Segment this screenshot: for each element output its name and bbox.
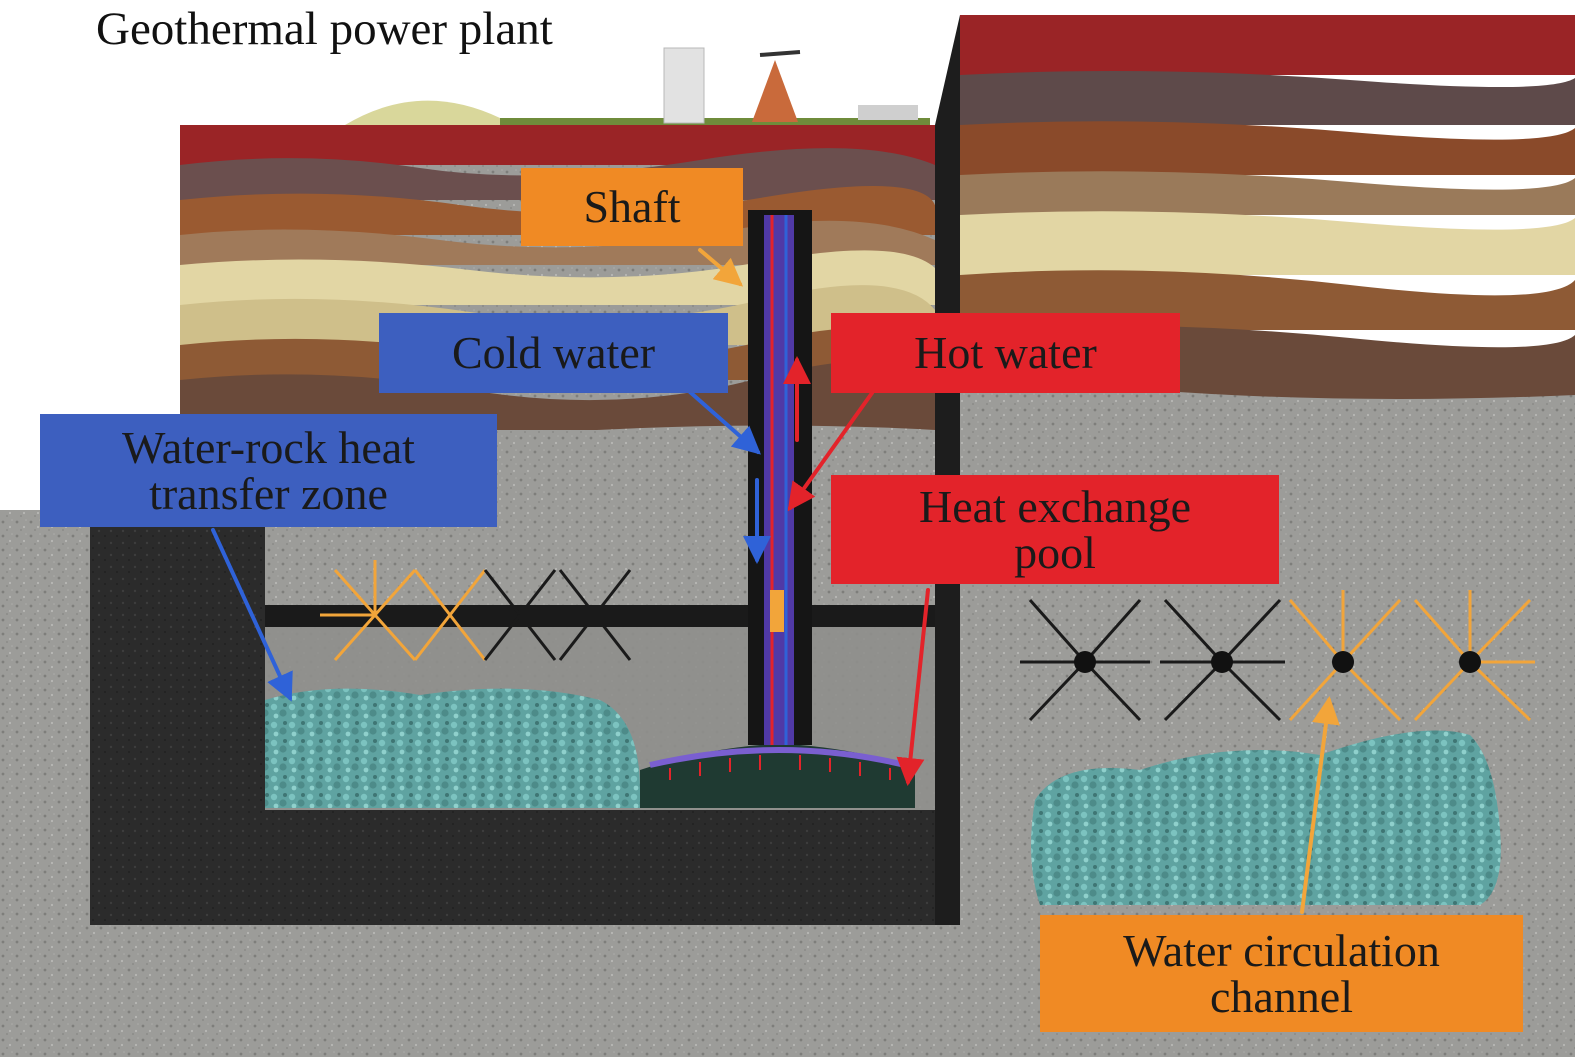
channel-arrow xyxy=(1300,696,1340,914)
block-side-face xyxy=(935,15,960,925)
left-rubble-zone xyxy=(265,688,640,808)
hot-water-label: Hot water xyxy=(831,313,1180,393)
hot-water-label-text: Hot water xyxy=(914,327,1097,378)
pool-basin xyxy=(640,745,915,808)
right-drill-fans xyxy=(1020,590,1535,722)
shaft-arrow xyxy=(698,248,744,287)
callout-arrows xyxy=(211,248,1340,914)
water-rock-zone-label: Water-rock heat transfer zone xyxy=(40,414,497,527)
shaft-lift xyxy=(770,590,784,632)
zone-arrow xyxy=(211,528,293,702)
shaft-label-text: Shaft xyxy=(583,181,681,232)
pool-pipes xyxy=(669,755,891,780)
shaft-label: Shaft xyxy=(521,168,743,246)
cold-water-label: Cold water xyxy=(379,313,728,393)
pool-arrow xyxy=(896,588,930,786)
diagram-title: Geothermal power plant xyxy=(96,3,553,55)
cold-water-arrow xyxy=(688,390,761,455)
cavern-left-wall xyxy=(90,525,265,925)
heat-exchange-pool-label-text: Heat exchange pool xyxy=(918,480,1191,578)
headframe xyxy=(752,60,798,122)
front-strata xyxy=(180,125,935,438)
water-rock-zone-label-text: Water-rock heat transfer zone xyxy=(122,421,415,519)
surface-scenery xyxy=(345,47,930,125)
heat-exchange-pool-label: Heat exchange pool xyxy=(831,475,1279,584)
water-circulation-channel-label: Water circulation channel xyxy=(1040,915,1523,1032)
cavern-floor xyxy=(90,810,935,925)
cooling-tower xyxy=(663,47,705,124)
left-drill-fans xyxy=(320,560,632,661)
right-rubble-zone xyxy=(1031,730,1501,905)
cold-water-label-text: Cold water xyxy=(451,327,656,378)
hot-water-arrow xyxy=(787,391,874,512)
water-circulation-channel-label-text: Water circulation channel xyxy=(1123,924,1440,1022)
